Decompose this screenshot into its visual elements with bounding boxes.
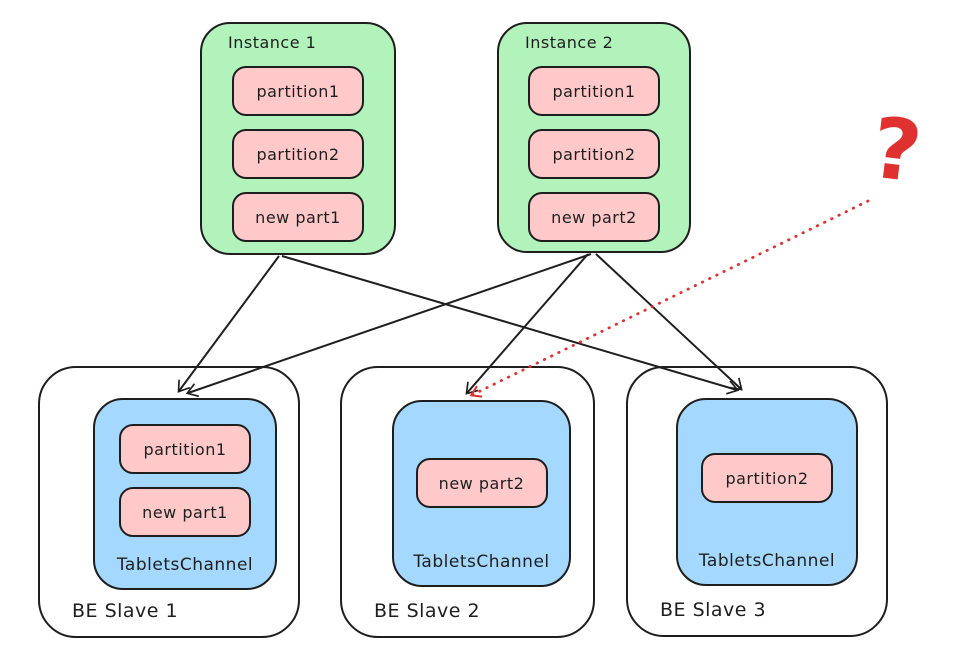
channel-3-partitions: partition2	[678, 453, 856, 503]
instance-2-label: Instance 2	[525, 33, 614, 52]
partition-chip: new part1	[119, 487, 251, 537]
be-slave-3-tablets-channel: partition2 TabletsChannel	[676, 398, 858, 586]
channel-1-label: TabletsChannel	[116, 555, 254, 575]
partition-chip: new part1	[232, 192, 364, 242]
channel-1-partitions: partition1 new part1	[95, 424, 275, 537]
question-mark: ?	[866, 98, 927, 202]
be-slave-2-tablets-channel: new part2 TabletsChannel	[392, 400, 571, 587]
partition-chip: new part2	[528, 192, 660, 242]
instance-2-partitions: partition1 partition2 new part2	[499, 66, 689, 242]
instance-1-label: Instance 1	[228, 33, 317, 52]
instance-2-box: Instance 2 partition1 partition2 new par…	[497, 22, 691, 253]
be-slave-1-label: BE Slave 1	[72, 600, 179, 622]
instance-1-partitions: partition1 partition2 new part1	[202, 66, 394, 242]
channel-3-label: TabletsChannel	[698, 551, 836, 571]
be-slave-3-label: BE Slave 3	[660, 599, 767, 621]
be-slave-2-box: new part2 TabletsChannel BE Slave 2	[340, 366, 595, 638]
partition-chip: partition2	[232, 129, 364, 179]
partition-chip: partition2	[528, 129, 660, 179]
be-slave-1-tablets-channel: partition1 new part1 TabletsChannel	[93, 398, 277, 590]
be-slave-3-box: partition2 TabletsChannel BE Slave 3	[626, 366, 888, 637]
partition-chip: partition1	[232, 66, 364, 116]
channel-2-label: TabletsChannel	[413, 552, 550, 572]
partition-chip: new part2	[415, 458, 548, 508]
be-slave-1-box: partition1 new part1 TabletsChannel BE S…	[38, 366, 300, 638]
instance-1-box: Instance 1 partition1 partition2 new par…	[200, 22, 396, 255]
channel-2-partitions: new part2	[394, 458, 569, 508]
partition-chip: partition1	[528, 66, 660, 116]
partition-chip: partition1	[119, 424, 251, 474]
partition-chip: partition2	[701, 453, 833, 503]
be-slave-2-label: BE Slave 2	[374, 600, 481, 622]
